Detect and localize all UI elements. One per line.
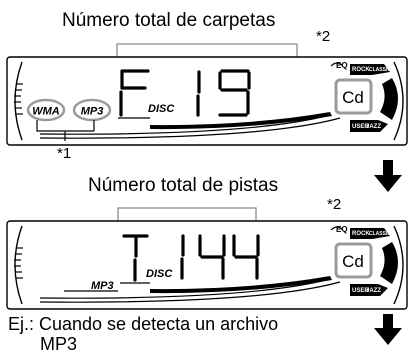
display-panel-bottom <box>6 220 408 310</box>
svg-text:Cd: Cd <box>342 88 364 107</box>
folder-bracket <box>116 43 298 60</box>
mp3-label-bottom: MP3 <box>91 280 114 292</box>
display-swoosh-bottom <box>39 276 341 303</box>
example-line-1: Ej.: Cuando se detecta un archivo <box>8 314 278 334</box>
level-meter-icon <box>14 247 23 279</box>
svg-text:JAZZ: JAZZ <box>366 124 381 130</box>
down-arrow-1-icon <box>374 160 402 192</box>
folder-total-caption: Número total de carpetas <box>62 10 275 31</box>
svg-text:CLASSIC: CLASSIC <box>369 67 391 73</box>
segment-digit-1 <box>180 234 185 280</box>
note2-marker-bottom: *2 <box>327 196 341 213</box>
svg-text:EQ: EQ <box>336 225 348 234</box>
eq-preset-dial-top: ROCK CLASSIC USER JAZZ <box>350 64 398 132</box>
svg-text:WMA: WMA <box>32 106 60 118</box>
segment-digit-9 <box>218 69 251 117</box>
source-indicator-bottom: Cd <box>334 242 373 279</box>
eq-preset-dial-bottom: ROCK CLASSIC USER JAZZ <box>350 228 398 296</box>
disc-label-top: DISC <box>148 103 175 115</box>
segment-digit-4 <box>232 234 260 280</box>
segment-letter-t <box>122 234 149 282</box>
down-arrow-2-icon <box>374 314 402 345</box>
display-panel-top <box>6 56 408 146</box>
segment-digit-4 <box>198 234 226 280</box>
eq-icon-top: EQ <box>330 61 348 70</box>
mp3-badge: MP3 <box>72 98 112 122</box>
example-line-2: MP3 <box>40 334 77 352</box>
track-total-caption: Número total de pistas <box>88 175 278 196</box>
track-count-digits <box>122 234 260 282</box>
eq-icon-bottom: EQ <box>330 225 348 234</box>
svg-text:ROCK: ROCK <box>352 67 370 73</box>
folder-count-text: 19 <box>0 0 2 1</box>
folder-letter-text: F <box>0 0 1 1</box>
note1-marker: *1 <box>57 145 71 162</box>
track-count-text: 144 <box>0 0 2 1</box>
svg-text:USER: USER <box>352 288 369 294</box>
level-meter-icon <box>14 83 23 115</box>
display-swoosh-top <box>39 112 341 139</box>
track-bracket <box>117 207 257 226</box>
source-indicator-top: Cd <box>334 78 373 115</box>
folder-count-digits <box>119 69 251 117</box>
segment-digit-1 <box>196 70 201 117</box>
wma-badge: WMA <box>26 98 66 122</box>
svg-text:CLASSIC: CLASSIC <box>369 231 391 237</box>
svg-text:JAZZ: JAZZ <box>366 288 381 294</box>
svg-text:EQ: EQ <box>336 61 348 70</box>
svg-text:Cd: Cd <box>342 252 364 271</box>
svg-text:ROCK: ROCK <box>352 231 370 237</box>
svg-text:USER: USER <box>352 124 369 130</box>
svg-text:MP3: MP3 <box>81 106 104 118</box>
disc-label-bottom: DISC <box>146 268 173 280</box>
note2-marker-top: *2 <box>316 28 330 45</box>
note1-pointer <box>36 120 95 141</box>
segment-letter-f <box>119 69 150 117</box>
track-letter-text: T <box>0 0 1 1</box>
